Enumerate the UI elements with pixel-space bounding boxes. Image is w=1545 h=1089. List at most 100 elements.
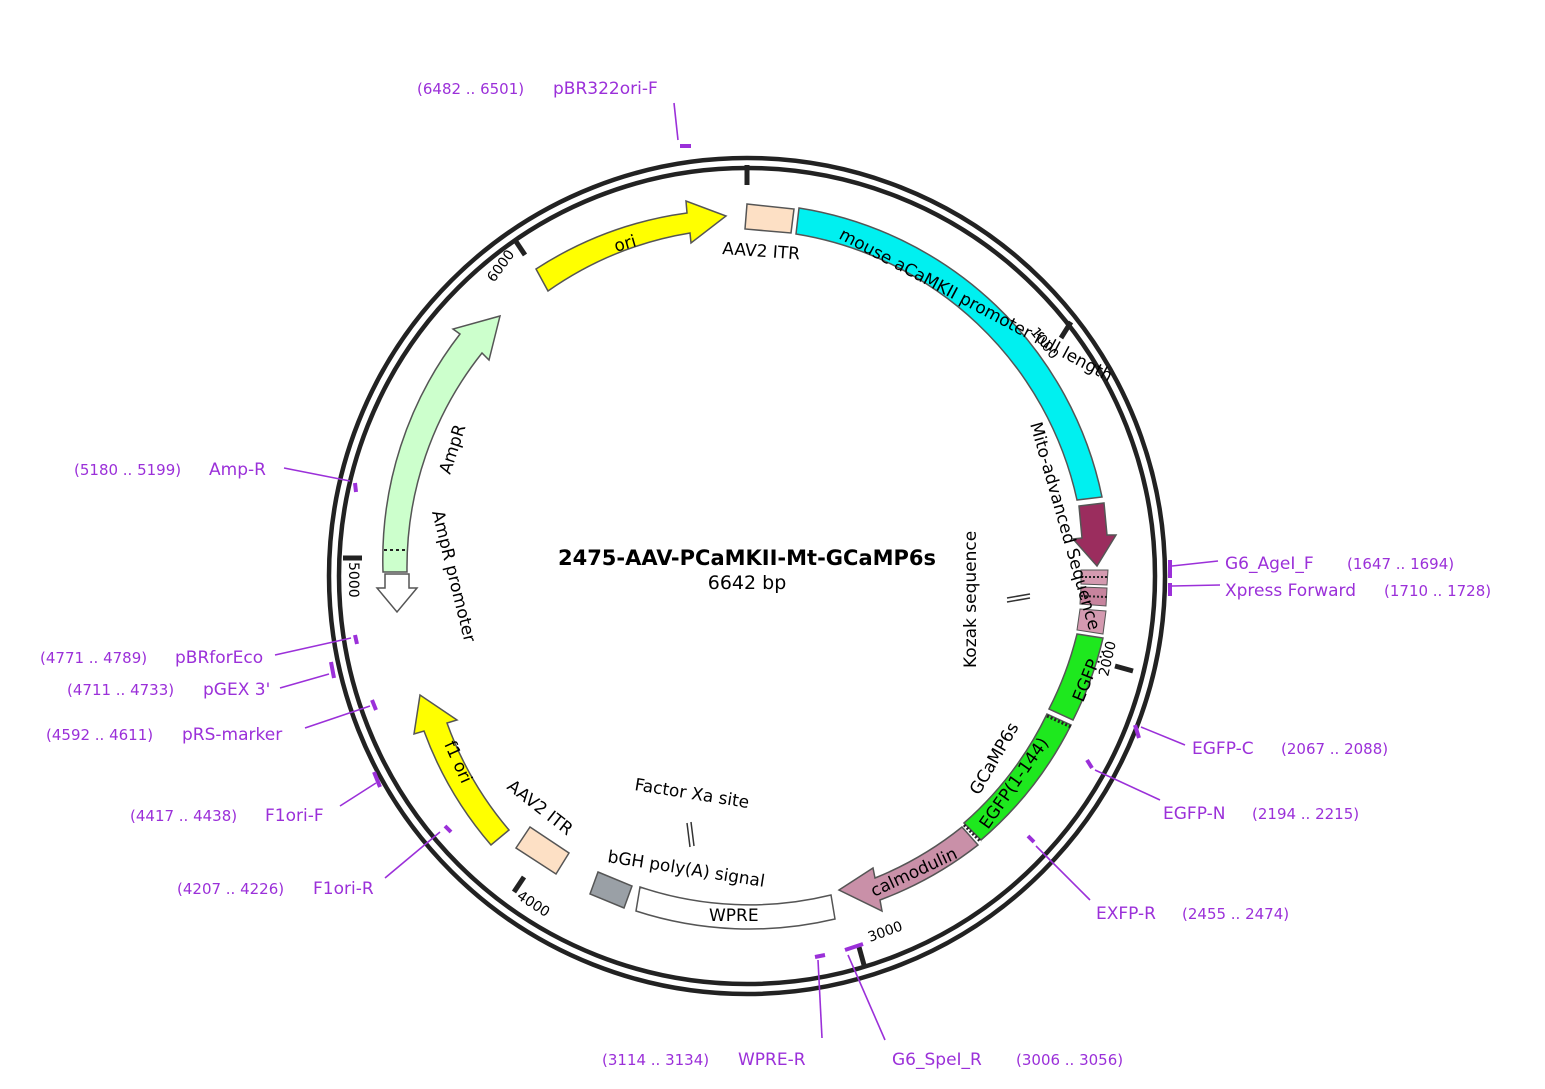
primer-name-g6-spei-r[interactable]: G6_SpeI_R — [892, 1050, 982, 1070]
leader-egfp-c — [1140, 726, 1186, 746]
tick-1000 — [1058, 320, 1074, 340]
kozak-marker-a — [1006, 593, 1031, 599]
ampr-arrow[interactable] — [382, 314, 502, 573]
wpre-segment[interactable] — [635, 886, 836, 930]
marker-egfp-c — [1133, 724, 1141, 739]
primer-name-amp-r[interactable]: Amp-R — [209, 460, 266, 480]
egfp-junction-dashes — [1046, 714, 1072, 729]
marker-exfp-r — [1026, 834, 1036, 844]
label-factor-xa: Factor Xa site — [633, 775, 750, 813]
primer-range-prs-marker: (4592 .. 4611) — [46, 726, 153, 744]
primer-name-g6-agei-f[interactable]: G6_AgeI_F — [1225, 554, 1314, 574]
label-wpre: WPRE — [709, 906, 759, 926]
leader-g6-agei-f — [1171, 560, 1219, 567]
marker-wpre-r — [814, 953, 826, 959]
tick-6000 — [512, 238, 528, 257]
primer-range-g6-spei-r: (3006 .. 3056) — [1016, 1051, 1123, 1069]
ori-arrow[interactable] — [535, 199, 728, 293]
primer-name-egfp-c[interactable]: EGFP-C — [1192, 739, 1254, 759]
primer-name-xpress-forward[interactable]: Xpress Forward — [1225, 581, 1356, 601]
tick-2000 — [1114, 663, 1134, 674]
tick-4000 — [511, 875, 527, 894]
label-kozak: Kozak sequence — [961, 531, 981, 668]
primer-range-pgex3: (4711 .. 4733) — [67, 681, 174, 699]
primer-range-wpre-r: (3114 .. 3134) — [602, 1051, 709, 1069]
mito-sequence-arrow[interactable] — [1071, 502, 1118, 568]
leader-egfp-n — [1094, 769, 1161, 801]
marker-pbrforeco — [353, 634, 359, 645]
bgh-polya-segment[interactable] — [589, 871, 633, 909]
tick-label-3000: 3000 — [866, 919, 905, 946]
features — [375, 199, 1118, 930]
egfp-c-segment[interactable] — [1047, 633, 1104, 721]
kozak-marker-b — [1006, 597, 1031, 603]
primer-range-xpress-forward: (1710 .. 1728) — [1384, 582, 1491, 600]
leader-prs-marker — [304, 705, 371, 729]
gcamp6s-linker-segment[interactable] — [1076, 608, 1107, 635]
primer-range-f1ori-f: (4417 .. 4438) — [130, 807, 237, 825]
primer-markers — [274, 102, 1221, 1041]
primer-range-egfp-c: (2067 .. 2088) — [1281, 740, 1388, 758]
leader-pbrforeco — [274, 637, 352, 656]
marker-g6-spei-r — [844, 942, 864, 952]
primer-range-f1ori-r: (4207 .. 4226) — [177, 880, 284, 898]
f1-ori-arrow[interactable] — [413, 693, 511, 847]
marker-pgex3 — [329, 661, 336, 679]
backbone-outer-ring — [326, 155, 1168, 997]
marker-f1ori-f — [372, 771, 382, 788]
label-ampr-promoter: AmpR promoter — [427, 508, 479, 644]
leader-g6-spei-r — [847, 954, 886, 1041]
tick-3000 — [856, 946, 867, 966]
primer-range-amp-r: (5180 .. 5199) — [74, 461, 181, 479]
primer-name-f1ori-r[interactable]: F1ori-R — [313, 879, 374, 899]
gcamp-junction-dashes — [962, 823, 983, 844]
leader-pbr322ori-f — [673, 102, 679, 141]
label-calmodulin: calmodulin — [868, 844, 961, 902]
camkii-promoter-segment[interactable] — [795, 207, 1103, 501]
plasmid-name: 2475-AAV-PCaMKII-Mt-GCaMP6s — [558, 546, 936, 570]
factor-xa-marker-a — [686, 822, 691, 848]
marker-prs-marker — [370, 699, 378, 711]
tick-label-6000: 6000 — [484, 247, 518, 285]
leader-f1ori-f — [339, 782, 377, 807]
calmodulin-arrow[interactable] — [837, 825, 980, 913]
primer-name-pbrforeco[interactable]: pBRforEco — [175, 648, 263, 668]
plasmid-length: 6642 bp — [708, 572, 787, 594]
primer-name-pbr322ori-f[interactable]: pBR322ori-F — [553, 79, 658, 99]
label-ampr: AmpR — [436, 422, 471, 477]
label-aav2-itr-top: AAV2 ITR — [722, 239, 801, 264]
primer-name-egfp-n[interactable]: EGFP-N — [1163, 804, 1225, 824]
label-camkii-promoter: mouse aCaMKII promoter full length — [836, 225, 1116, 387]
ampr-promoter-arrow[interactable] — [375, 573, 419, 614]
primer-name-wpre-r[interactable]: WPRE-R — [738, 1050, 806, 1070]
aav2-itr-top-segment[interactable] — [744, 203, 795, 234]
primer-range-pbr322ori-f: (6482 .. 6501) — [417, 80, 524, 98]
primer-name-exfp-r[interactable]: EXFP-R — [1096, 904, 1156, 924]
primer-labels: (6482 .. 6501) pBR322ori-F (5180 .. 5199… — [40, 79, 1491, 1070]
leader-amp-r — [283, 467, 351, 482]
leader-wpre-r — [817, 959, 823, 1039]
primer-range-pbrforeco: (4771 .. 4789) — [40, 649, 147, 667]
primer-name-pgex3[interactable]: pGEX 3' — [203, 680, 270, 700]
factor-xa-marker-b — [690, 821, 695, 847]
leader-xpress-forward — [1171, 584, 1221, 587]
aav2-itr-bottom-segment[interactable] — [514, 825, 571, 876]
marker-f1ori-r — [443, 824, 453, 834]
primer-range-g6-agei-f: (1647 .. 1694) — [1347, 555, 1454, 573]
leader-pgex3 — [279, 673, 330, 689]
primer-name-f1ori-f[interactable]: F1ori-F — [265, 806, 324, 826]
center-title: 2475-AAV-PCaMKII-Mt-GCaMP6s 6642 bp — [558, 546, 936, 594]
primer-name-prs-marker[interactable]: pRS-marker — [182, 725, 282, 745]
leader-exfp-r — [1035, 845, 1091, 901]
primer-range-exfp-r: (2455 .. 2474) — [1182, 905, 1289, 923]
kozak-dashes — [1080, 595, 1108, 598]
site-markers — [686, 593, 1031, 848]
marker-egfp-n — [1085, 758, 1094, 770]
label-aav2-itr-bottom: AAV2 ITR — [503, 776, 577, 840]
primer-range-egfp-n: (2194 .. 2215) — [1252, 805, 1359, 823]
egfp-1-144-segment[interactable] — [962, 713, 1073, 842]
tick-label-5000: 5000 — [345, 562, 361, 598]
marker-amp-r — [353, 482, 358, 493]
tick-label-2000: 2000 — [1096, 640, 1120, 678]
